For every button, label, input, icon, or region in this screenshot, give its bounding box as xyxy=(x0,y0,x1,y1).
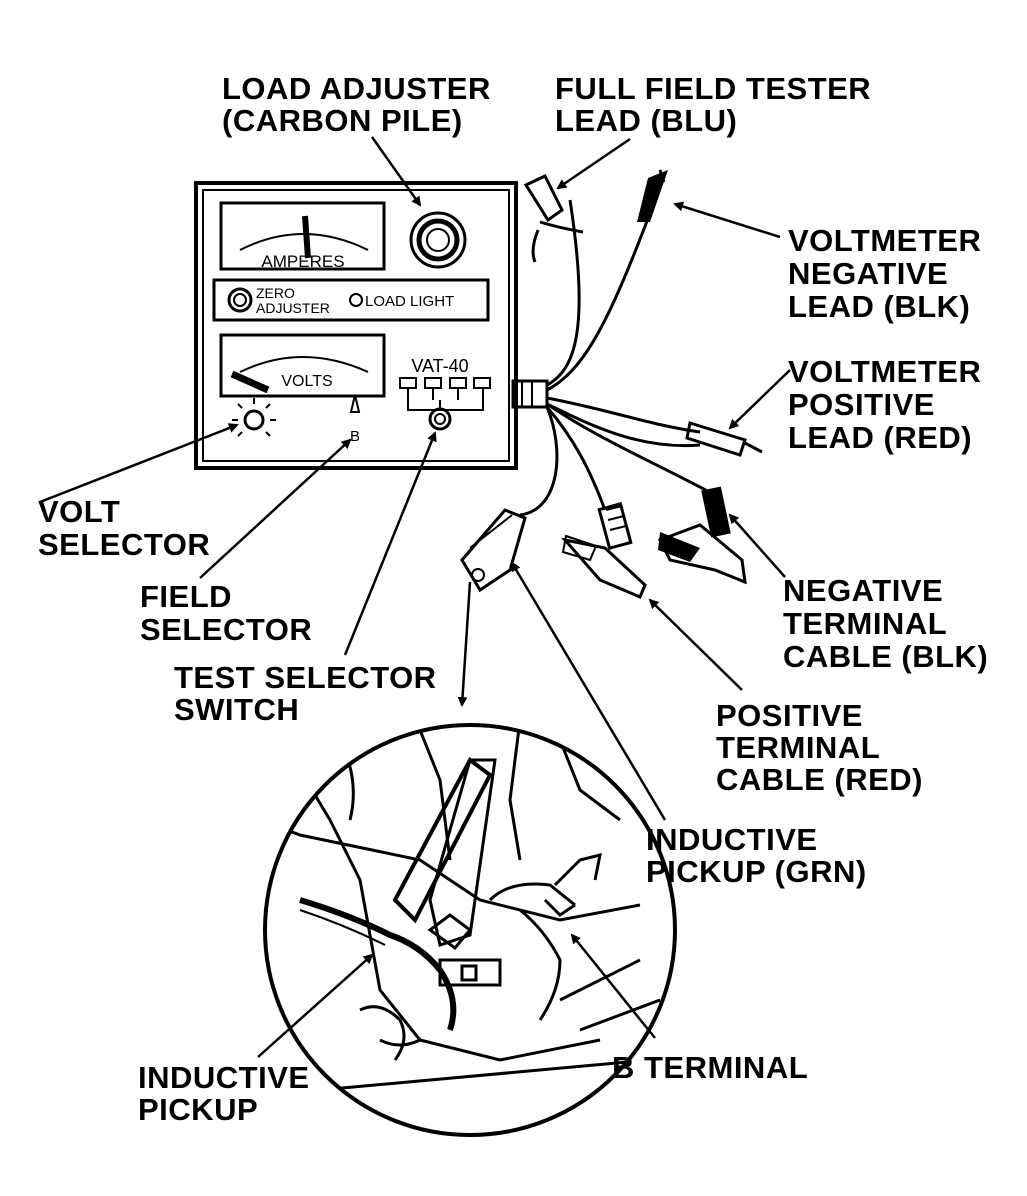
label-vm-pos-2: POSITIVE xyxy=(788,387,935,422)
label-load-adjuster: LOAD ADJUSTER (CARBON PILE) xyxy=(222,71,500,138)
leader-positive-terminal xyxy=(648,598,743,691)
label-pos-term-1: POSITIVE xyxy=(716,698,863,733)
positive-terminal-clamp xyxy=(560,501,647,599)
label-pos-term-3: CABLE (RED) xyxy=(716,762,923,797)
label-vm-neg-2: NEGATIVE xyxy=(788,256,948,291)
label-full-field-tester-lead: FULL FIELD TESTER LEAD (BLU) xyxy=(555,71,880,138)
label-ind-1: INDUCTIVE xyxy=(138,1060,310,1095)
label-load-adjuster-1: LOAD ADJUSTER xyxy=(222,71,491,106)
leader-inductive-pickup-grn xyxy=(510,561,667,821)
leader-test-selector xyxy=(343,431,437,656)
label-vm-neg-3: LEAD (BLK) xyxy=(788,289,970,324)
label-neg-term-2: TERMINAL xyxy=(783,606,947,641)
label-vm-pos-3: LEAD (RED) xyxy=(788,420,972,455)
label-volt-selector: VOLT SELECTOR xyxy=(38,494,210,562)
inset-detail xyxy=(263,723,677,1137)
volt-selector-knob[interactable] xyxy=(232,398,276,437)
label-volt-selector-1: VOLT xyxy=(38,494,120,529)
label-voltmeter-positive-lead: VOLTMETER POSITIVE LEAD (RED) xyxy=(788,354,991,455)
leader-voltmeter-negative xyxy=(673,201,781,239)
leader-lines xyxy=(39,136,791,1058)
label-volt-selector-2: SELECTOR xyxy=(38,527,210,562)
leader-load-adjuster xyxy=(370,136,422,207)
label-neg-term-3: CABLE (BLK) xyxy=(783,639,988,674)
field-selector-knob[interactable]: B xyxy=(349,394,361,445)
label-b-terminal: B TERMINAL xyxy=(612,1050,808,1085)
label-positive-terminal-cable: POSITIVE TERMINAL CABLE (RED) xyxy=(716,698,923,797)
label-test-selector-switch: TEST SELECTOR SWITCH xyxy=(174,660,446,727)
label-inductive-pickup-grn: INDUCTIVE PICKUP (GRN) xyxy=(646,822,867,889)
label-field-selector-2: SELECTOR xyxy=(140,612,312,647)
label-field-selector-1: FIELD xyxy=(140,579,232,614)
label-vm-pos-1: VOLTMETER xyxy=(788,354,981,389)
leader-negative-terminal xyxy=(728,513,786,578)
label-negative-terminal-cable: NEGATIVE TERMINAL CABLE (BLK) xyxy=(783,573,988,674)
leader-full-field-lead xyxy=(556,137,631,190)
leader-voltmeter-positive xyxy=(728,369,791,430)
label-pos-term-2: TERMINAL xyxy=(716,730,880,765)
label-voltmeter-negative-lead: VOLTMETER NEGATIVE LEAD (BLK) xyxy=(788,223,991,324)
label-field-selector: FIELD SELECTOR xyxy=(140,579,312,647)
voltmeter: VOLTS xyxy=(219,333,386,398)
model-label: VAT-40 xyxy=(411,356,468,376)
inductive-pickup-clamp xyxy=(460,508,527,593)
label-test-selector-2: SWITCH xyxy=(174,692,299,727)
zero-adjuster-label-2: ADJUSTER xyxy=(256,300,330,316)
voltmeter-label: VOLTS xyxy=(281,373,332,390)
zero-adjuster-knob[interactable] xyxy=(227,287,253,313)
leader-to-inset xyxy=(457,581,472,707)
voltmeter-negative-clip xyxy=(637,169,668,222)
field-selector-mark: B xyxy=(350,428,360,445)
label-ind-2: PICKUP xyxy=(138,1092,258,1127)
full-field-tester-plug xyxy=(523,174,584,263)
label-neg-term-1: NEGATIVE xyxy=(783,573,943,608)
label-ind-grn-2: PICKUP (GRN) xyxy=(646,854,867,889)
load-light-label: LOAD LIGHT xyxy=(365,293,454,310)
label-ind-grn-1: INDUCTIVE xyxy=(646,822,818,857)
label-b-terminal-1: B TERMINAL xyxy=(612,1050,808,1085)
test-selector-block: VAT-40 xyxy=(399,356,491,431)
label-full-field-1: FULL FIELD TESTER xyxy=(555,71,871,106)
leader-volt-selector xyxy=(39,423,239,504)
leader-inductive-pickup xyxy=(257,953,374,1058)
label-full-field-2: LEAD (BLU) xyxy=(555,103,737,138)
cable-bundle xyxy=(511,199,716,517)
label-vm-neg-1: VOLTMETER xyxy=(788,223,981,258)
adjuster-strip: ZERO ADJUSTER LOAD LIGHT xyxy=(212,278,490,322)
voltmeter-positive-probe xyxy=(685,421,763,457)
ammeter: AMPERES xyxy=(219,201,386,271)
label-load-adjuster-2: (CARBON PILE) xyxy=(222,103,463,138)
label-test-selector-1: TEST SELECTOR xyxy=(174,660,437,695)
test-selector-knob[interactable] xyxy=(428,407,452,431)
load-adjuster-knob[interactable] xyxy=(409,211,467,269)
zero-adjuster-label-1: ZERO xyxy=(256,285,295,301)
load-light-indicator xyxy=(349,293,363,307)
ammeter-label: AMPERES xyxy=(261,252,344,271)
tester-panel: AMPERES ZERO ADJUSTER LOAD LIGHT VOLTS xyxy=(194,181,518,470)
negative-terminal-clamp xyxy=(657,486,747,585)
leader-b-terminal xyxy=(570,933,656,1039)
leader-field-selector xyxy=(199,438,352,579)
label-inductive-pickup: INDUCTIVE PICKUP xyxy=(138,1060,319,1127)
